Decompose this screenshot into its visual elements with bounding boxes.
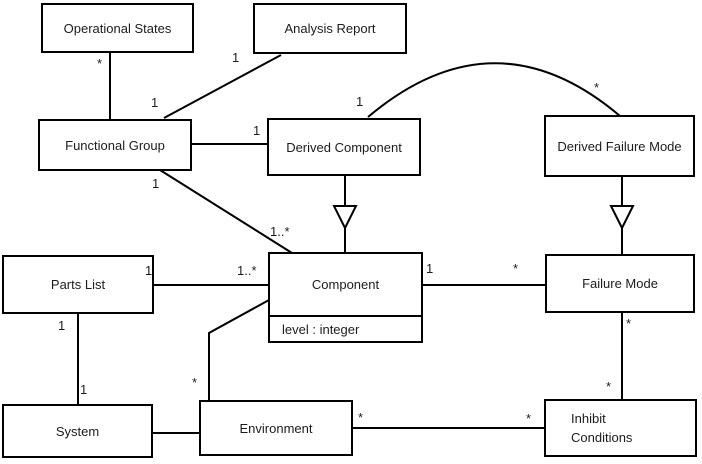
class-label: Analysis Report bbox=[284, 21, 376, 36]
class-attribute-compartment: level : integer bbox=[270, 315, 421, 341]
mult-inhibit-end-of-failure-mode-link: * bbox=[606, 379, 612, 394]
class-failure-mode[interactable]: Failure Mode bbox=[545, 254, 695, 313]
edge-functional-group-component bbox=[159, 169, 293, 254]
class-functional-group[interactable]: Functional Group bbox=[38, 119, 192, 171]
generalization-triangle-icon bbox=[609, 205, 635, 231]
mult-environment-end-of-inhibit-link: * bbox=[358, 410, 364, 425]
edge-generalization-derived-failure-mode-failure-mode bbox=[609, 176, 635, 255]
mult-environment-end-of-component-link: * bbox=[192, 375, 198, 390]
class-label-line2: Conditions bbox=[571, 430, 633, 445]
mult-derived-component-end-of-arc: 1 bbox=[356, 94, 364, 109]
class-environment[interactable]: Environment bbox=[199, 400, 353, 456]
mult-component-end-of-fg-link: 1..* bbox=[270, 224, 290, 239]
class-label: Derived Component bbox=[286, 139, 402, 155]
edge-analysis-report-functional-group bbox=[163, 54, 282, 119]
class-label: Parts List bbox=[50, 277, 106, 292]
mult-failure-mode-end-of-component-link: * bbox=[513, 261, 519, 276]
mult-inhibit-end-of-environment-link: * bbox=[526, 411, 532, 426]
class-label: System bbox=[55, 423, 100, 439]
mult-functional-group-end-of-analysis-link: 1 bbox=[151, 95, 159, 110]
mult-component-end-of-parts-list-link: 1..* bbox=[237, 263, 257, 278]
mult-analysis-report-end: 1 bbox=[232, 50, 240, 65]
class-label: Failure Mode bbox=[582, 276, 658, 291]
class-system[interactable]: System bbox=[2, 404, 153, 458]
class-parts-list[interactable]: Parts List bbox=[2, 255, 154, 314]
class-label-line1: Inhibit bbox=[571, 411, 606, 426]
class-operational-states[interactable]: Operational States bbox=[41, 3, 194, 53]
class-derived-component[interactable]: Derived Component bbox=[267, 118, 421, 176]
class-attribute: level : integer bbox=[282, 321, 360, 337]
mult-parts-list-end-of-component-link: 1 bbox=[145, 263, 153, 278]
mult-derived-failure-mode-end-of-arc: * bbox=[594, 80, 600, 95]
generalization-triangle-icon bbox=[332, 205, 358, 231]
edge-environment-component bbox=[208, 299, 270, 401]
class-label: Operational States bbox=[63, 20, 172, 36]
class-name-compartment: Component bbox=[270, 254, 421, 315]
mult-operational-states-end: * bbox=[97, 56, 103, 71]
edge-generalization-derived-component-component bbox=[332, 175, 358, 253]
mult-functional-group-end-of-component-link: 1 bbox=[152, 176, 160, 191]
class-analysis-report[interactable]: Analysis Report bbox=[253, 3, 407, 54]
mult-parts-list-end-of-system-link: 1 bbox=[58, 318, 66, 333]
class-label: Derived Failure Mode bbox=[557, 138, 682, 154]
mult-component-end-of-failure-mode-link: 1 bbox=[426, 261, 434, 276]
mult-system-end-of-parts-list-link: 1 bbox=[80, 382, 88, 397]
class-derived-failure-mode[interactable]: Derived Failure Mode bbox=[544, 115, 695, 177]
class-inhibit-conditions[interactable]: Inhibit Conditions bbox=[544, 399, 697, 457]
mult-derived-component-end-of-fg-link: 1 bbox=[253, 123, 261, 138]
class-component[interactable]: Component level : integer bbox=[268, 252, 423, 343]
class-label: Environment bbox=[239, 420, 313, 436]
mult-failure-mode-end-of-inhibit-link: * bbox=[626, 316, 632, 331]
edge-derived-component-derived-failure-mode bbox=[367, 62, 621, 118]
class-label: Functional Group bbox=[65, 137, 165, 153]
class-label: Component bbox=[311, 277, 380, 292]
